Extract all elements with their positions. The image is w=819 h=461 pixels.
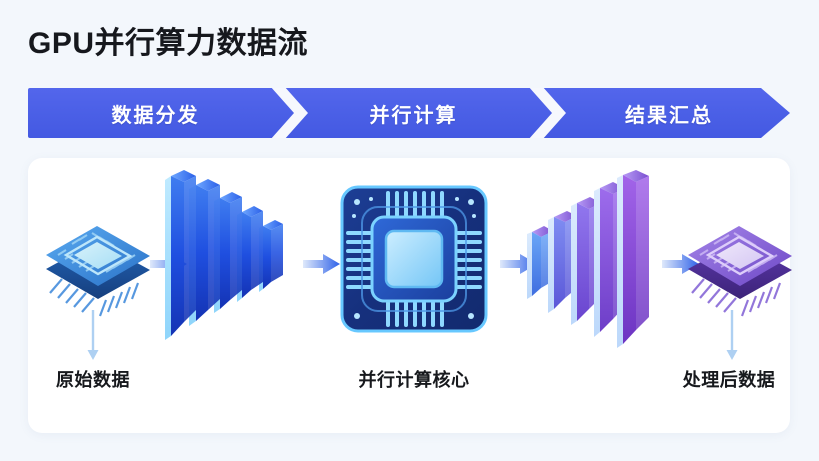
chip-icon	[40, 215, 155, 330]
banner-step-1-label: 数据分发	[111, 104, 200, 127]
label-source-data: 原始数据	[56, 370, 130, 390]
bar-stack-ascending-icon	[524, 170, 654, 353]
gpu-die-icon	[338, 183, 490, 340]
step-banner: 数据分发 并行计算 结果汇总	[28, 88, 790, 138]
banner-step-3-label: 结果汇总	[625, 104, 713, 127]
page-title: GPU并行算力数据流	[28, 27, 309, 60]
label-processed-data: 处理后数据	[682, 370, 776, 390]
bar-stack-descending-icon	[165, 170, 295, 350]
banner-step-2-label: 并行计算	[369, 104, 458, 127]
banner-step-3[interactable]: 结果汇总	[544, 88, 794, 138]
arrow-right-icon	[303, 252, 341, 281]
arrow-down-icon	[725, 310, 739, 367]
arrow-down-icon	[86, 310, 100, 367]
banner-background	[28, 88, 790, 138]
label-parallel-core: 并行计算核心	[358, 370, 470, 390]
banner-step-2[interactable]: 并行计算	[286, 88, 541, 138]
chip-icon	[682, 215, 797, 330]
banner-step-1[interactable]: 数据分发	[28, 88, 283, 138]
